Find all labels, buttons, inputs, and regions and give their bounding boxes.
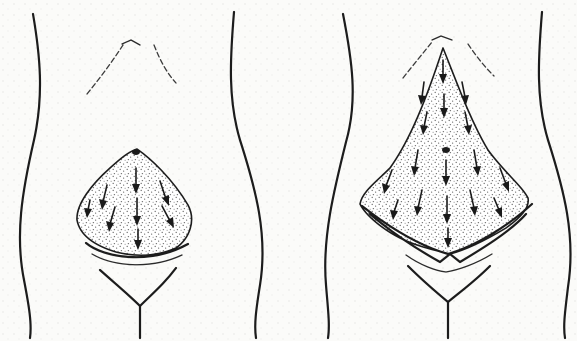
- right-umbilicus: [442, 147, 450, 153]
- left-umbilicus: [132, 149, 140, 155]
